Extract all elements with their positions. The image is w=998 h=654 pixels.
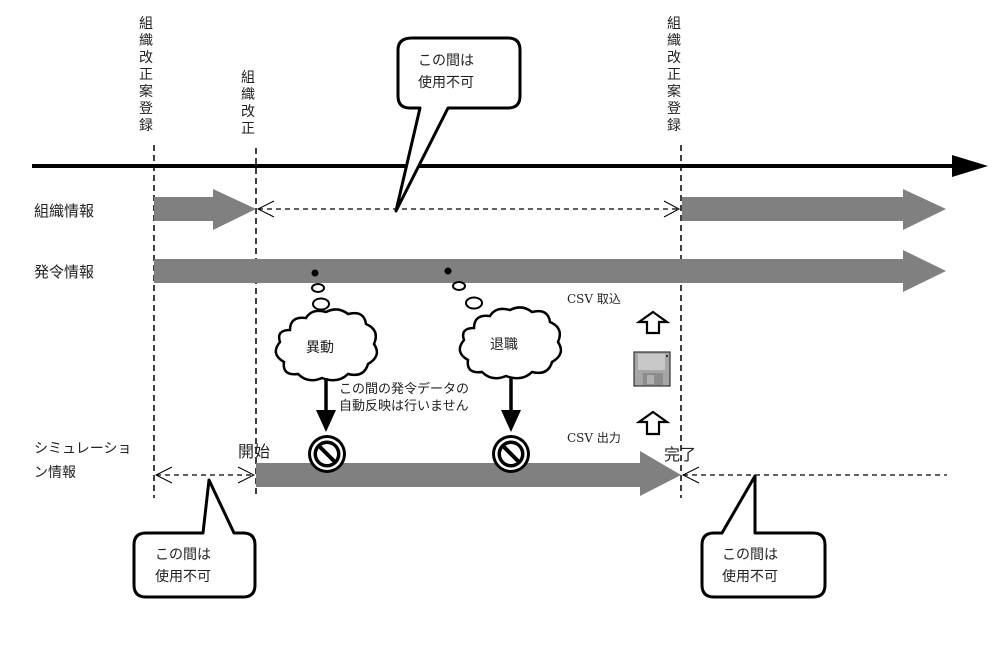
thought-dot-1c [312,297,330,311]
row-label-simulation-info-2: ン情報 [34,465,76,481]
sim-gap-right-arrow [681,466,700,484]
org-info-gap-arrow-left [256,200,275,218]
row-label-simulation-info-1: シミュレーショ [34,441,132,457]
thought-dot-2a [444,267,452,275]
org-info-gap-arrow-right [663,200,681,218]
simulation-start-label: 開始 [238,442,271,461]
floppy-disk-icon [633,351,671,387]
up-arrow-icon [635,410,671,436]
timeline-arrowhead [952,155,988,177]
simulation-end-label: 完了 [664,445,697,464]
csv-import-label: CSV 取込 [567,292,621,306]
org-info-bar-1 [154,189,256,230]
callout-bottom-right-text: この間は使用不可 [722,547,778,585]
callout-bottom-right-shape [700,474,827,599]
simulation-bar [256,451,681,496]
prohibited-icon [308,435,346,473]
order-info-bar [154,250,946,292]
cloud-retirement [458,306,563,380]
thought-dot-2c [465,296,483,310]
up-arrow-icon [635,310,671,335]
thought-dot-2b [452,281,466,291]
cloud-transfer [274,308,379,382]
callout-bottom-left-shape [132,478,257,599]
event-label-retirement: 退職 [490,337,518,353]
sim-gap-left-arrow-l [154,466,173,484]
marker-label-reorg-plan-register-1: 組織改正案登録 [139,16,153,134]
thought-dot-1b [311,283,325,293]
sim-gap-left-arrow-r [237,466,256,484]
down-arrow-transfer-head [316,410,336,432]
marker-label-reorg-plan-register-2: 組織改正案登録 [667,16,681,134]
row-label-org-info: 組織情報 [34,202,95,220]
down-arrow-retirement-head [501,410,521,432]
callout-bottom-left-text: この間は使用不可 [155,547,211,585]
prohibited-icon [492,435,530,473]
row-label-order-info: 発令情報 [34,263,95,281]
marker-label-reorg: 組織改正 [241,70,255,137]
org-info-bar-2 [682,189,946,230]
callout-top-text: この間は使用不可 [418,53,474,91]
callout-top-shape [394,36,522,213]
csv-export-label: CSV 出力 [567,431,621,445]
event-label-transfer: 異動 [306,340,334,356]
auto-reflect-note: この間の発令データの自動反映は行いません [339,382,470,414]
thought-dot-1a [311,269,319,277]
